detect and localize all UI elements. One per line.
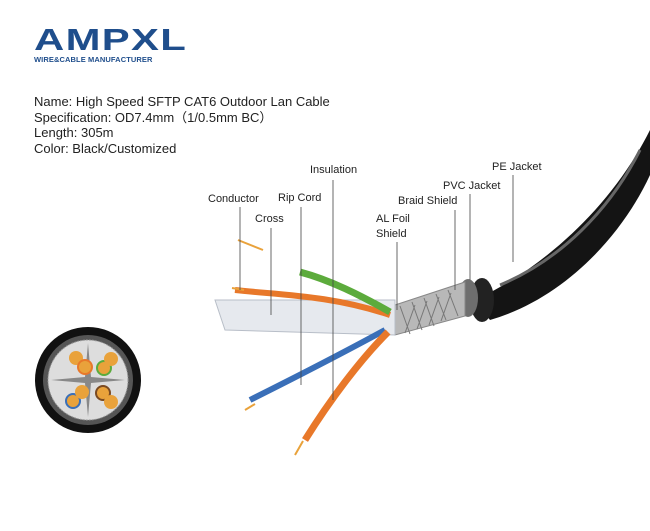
label-al-foil-1: AL Foil: [376, 213, 410, 225]
label-conductor: Conductor: [208, 193, 259, 205]
spec-name: Name: High Speed SFTP CAT6 Outdoor Lan C…: [34, 94, 330, 109]
blue-pair: [248, 327, 387, 403]
logo-tagline: WIRE&CABLE MANUFACTURER: [34, 55, 153, 64]
green-pair: [299, 268, 392, 316]
cross-section: [35, 327, 141, 433]
orange-pair: [234, 287, 391, 318]
spec-specification: Specification: OD7.4mm（1/0.5mm BC）: [34, 109, 273, 125]
label-cross: Cross: [255, 213, 284, 225]
label-pe-jacket: PE Jacket: [492, 161, 542, 173]
pe-jacket-shape: [475, 130, 650, 320]
label-pvc-jacket: PVC Jacket: [443, 180, 501, 192]
brown-orange-pair: [302, 329, 391, 442]
braid-shield-shape: [394, 281, 466, 336]
label-braid-shield: Braid Shield: [398, 195, 458, 207]
spec-color: Color: Black/Customized: [34, 140, 177, 156]
conductor-wires: [231, 239, 304, 456]
label-rip-cord: Rip Cord: [278, 192, 322, 204]
label-insulation: Insulation: [310, 164, 358, 176]
spec-list: Name: High Speed SFTP CAT6 Outdoor Lan C…: [34, 94, 330, 156]
jacket-highlight: [499, 149, 642, 287]
leader-lines: [239, 175, 514, 400]
label-al-foil-2: Shield: [376, 228, 407, 240]
logo-brand: AMPXL: [34, 22, 188, 57]
spec-length: Length: 305m: [34, 125, 114, 140]
brand-logo: AMPXL WIRE&CABLE MANUFACTURER: [34, 24, 186, 64]
braid-pattern: [399, 289, 459, 335]
al-foil-shape: [214, 299, 396, 336]
